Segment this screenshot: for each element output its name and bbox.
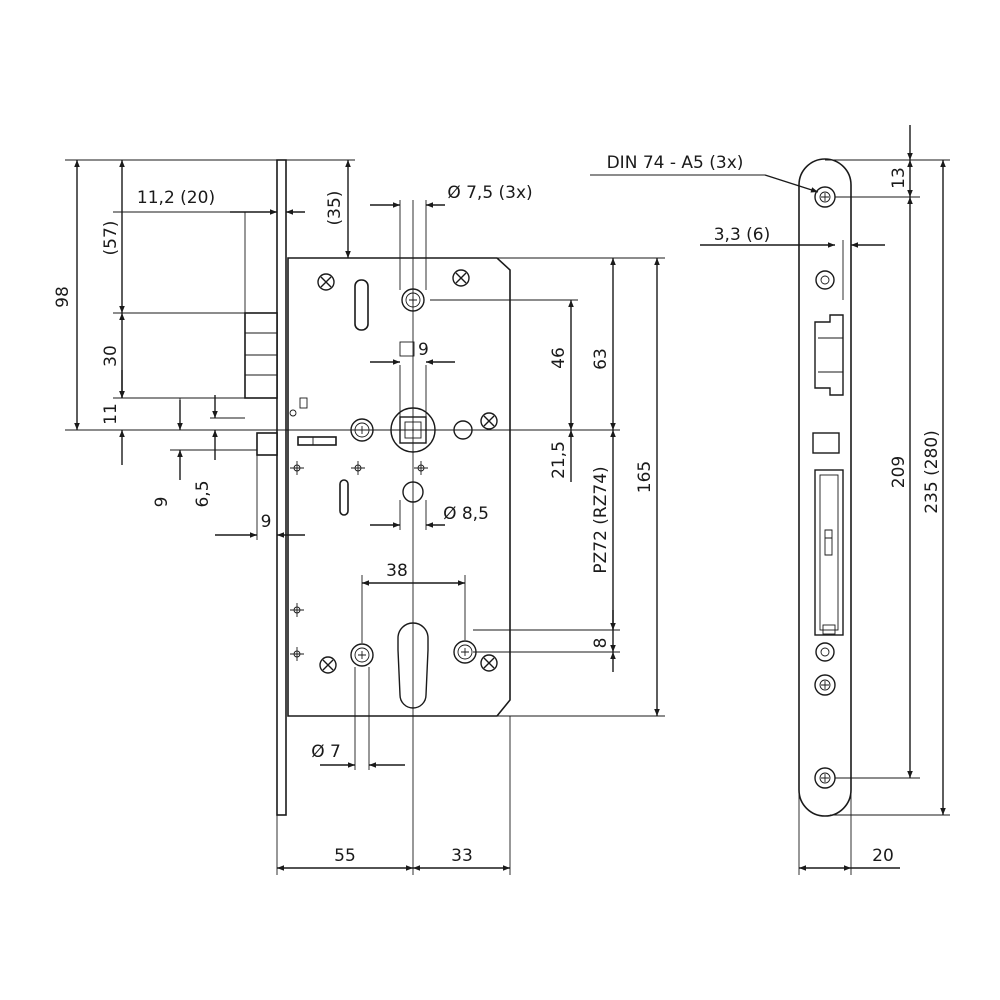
dim-3-3: 3,3 (6) (714, 225, 771, 245)
dim-57: (57) (101, 221, 121, 256)
dim-98: 98 (53, 286, 73, 308)
cross-screw-icon (452, 269, 470, 287)
fixing-hole-icon (350, 643, 374, 667)
dim-square-9: 9 (418, 340, 429, 360)
dead-bolt (256, 432, 278, 456)
dim-hole-8-5: Ø 8,5 (443, 504, 489, 524)
dim-20: 20 (872, 846, 894, 866)
cross-screw-icon (480, 412, 498, 430)
dimension-lines (74, 160, 660, 871)
dim-8: 8 (591, 638, 611, 649)
dim-165: 165 (635, 461, 655, 493)
dim-46: 46 (549, 347, 569, 369)
dim-11: 11 (101, 403, 121, 425)
dim-38: 38 (386, 561, 408, 581)
faceplate-edge (276, 159, 287, 816)
dim-209: 209 (889, 456, 909, 488)
dim-30: 30 (101, 345, 121, 367)
deadbolt-opening (814, 469, 844, 636)
square-symbol-icon (399, 341, 415, 357)
cross-screw-icon (317, 273, 335, 291)
dim-63: 63 (591, 348, 611, 370)
round-hole-icon (815, 642, 835, 662)
bolt-stop (812, 432, 840, 454)
small-slot (339, 479, 349, 516)
dim-33: 33 (451, 846, 473, 866)
dim-13: 13 (889, 167, 909, 189)
dim-35: (35) (325, 191, 345, 226)
dim-55: 55 (334, 846, 356, 866)
lock-case-side-view (244, 159, 511, 816)
countersunk-screw-icon (814, 674, 836, 696)
dim-6-5: 6,5 (193, 480, 213, 507)
dim-pz72: PZ72 (RZ74) (591, 466, 611, 573)
extension-lines (65, 159, 665, 875)
cross-screw-icon (319, 656, 337, 674)
round-hole-icon (815, 270, 835, 290)
front-extension-lines (590, 159, 950, 875)
cylinder-cutout (397, 622, 429, 709)
dim-hole-7-5: Ø 7,5 (3x) (447, 183, 532, 203)
front-dimension-lines (700, 125, 946, 871)
dim-235: 235 (280) (922, 430, 942, 514)
dim-21-5: 21,5 (549, 441, 569, 479)
dim-11-2: 11,2 (20) (137, 188, 215, 208)
lock-case-body (287, 257, 511, 717)
dim-9-horiz: 9 (261, 512, 272, 532)
latch-slot (354, 279, 369, 331)
latch-opening (814, 314, 844, 396)
dim-hole-7: Ø 7 (311, 742, 341, 762)
latch-bolt (244, 312, 278, 399)
screw-note: DIN 74 - A5 (3x) (607, 153, 744, 173)
cross-screw-icon (480, 654, 498, 672)
dim-9-vert: 9 (152, 497, 172, 508)
